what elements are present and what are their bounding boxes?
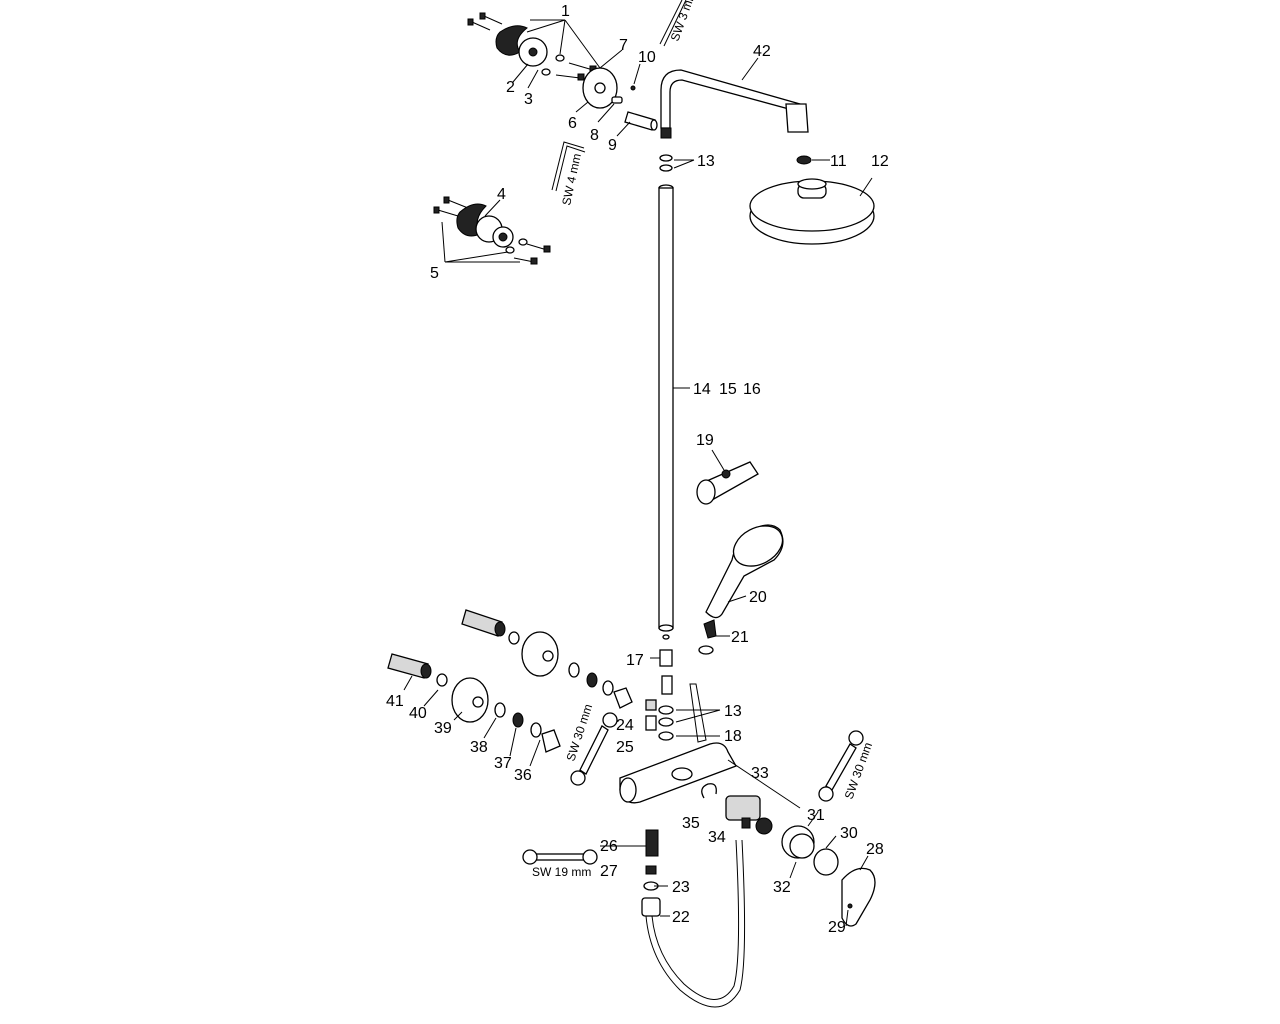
- label-27: 27: [600, 863, 618, 880]
- label-5: 5: [430, 265, 439, 282]
- handle-assembly: [781, 811, 876, 927]
- label-25: 25: [616, 739, 634, 756]
- wrench-30mm-right-icon: [818, 730, 864, 802]
- strainer-icon: [796, 155, 812, 165]
- screw-icon: [513, 243, 551, 265]
- label-37: 37: [494, 755, 512, 772]
- hand-shower: [705, 524, 784, 619]
- label-1: 1: [561, 3, 570, 20]
- label-12: 12: [871, 153, 889, 170]
- bottom-fittings: [600, 829, 670, 917]
- wrench-19mm-icon: [522, 849, 598, 865]
- label-9: 9: [608, 137, 617, 154]
- label-16: 16: [743, 381, 761, 398]
- label-8: 8: [590, 127, 599, 144]
- label-6: 6: [568, 115, 577, 132]
- connector-set-lower: [387, 653, 561, 767]
- label-29: 29: [828, 919, 846, 936]
- label-18: 18: [724, 728, 742, 745]
- label-10: 10: [638, 49, 656, 66]
- hose-connector: [689, 683, 707, 743]
- label-2: 2: [506, 79, 515, 96]
- wall-bracket-upper: [467, 12, 658, 137]
- thermostat-body: [619, 742, 801, 809]
- label-33: 33: [751, 765, 769, 782]
- label-24: 24: [616, 717, 634, 734]
- trim-ring-icon: [813, 848, 839, 876]
- label-26: 26: [600, 838, 618, 855]
- label-38: 38: [470, 739, 488, 756]
- label-4: 4: [497, 186, 506, 203]
- label-13-upper: 13: [697, 153, 715, 170]
- label-42: 42: [753, 43, 771, 60]
- label-15: 15: [719, 381, 737, 398]
- grub-screw-icon: [630, 85, 636, 91]
- label-13-lower: 13: [724, 703, 742, 720]
- label-11: 11: [830, 153, 847, 170]
- shower-hose: [645, 839, 746, 1008]
- label-21: 21: [731, 629, 749, 646]
- connector-set-upper: [461, 609, 633, 709]
- label-41: 41: [386, 693, 404, 710]
- screw-icon: [467, 12, 503, 31]
- check-valve: [645, 649, 673, 731]
- label-23: 23: [672, 879, 690, 896]
- wall-bracket-lower: [433, 196, 551, 265]
- label-39: 39: [434, 720, 452, 737]
- label-19: 19: [696, 432, 714, 449]
- shower-holder: [696, 449, 759, 505]
- label-28: 28: [866, 841, 884, 858]
- hex-key-4mm-icon: [551, 141, 586, 192]
- label-30: 30: [840, 825, 858, 842]
- label-22: 22: [672, 909, 690, 926]
- label-20: 20: [749, 589, 767, 606]
- label-35: 35: [682, 815, 700, 832]
- label-3: 3: [524, 91, 533, 108]
- thermostat-handle-icon: [841, 867, 876, 927]
- label-7: 7: [619, 37, 628, 54]
- tool-label-sw19: SW 19 mm: [532, 865, 591, 879]
- washer-icon: [541, 68, 551, 76]
- label-17: 17: [626, 652, 644, 669]
- o-ring-set-lower: [658, 705, 721, 741]
- label-34: 34: [708, 829, 726, 846]
- screw-icon: [433, 196, 469, 217]
- tool-label-sw3: SW 3 mm: [668, 0, 699, 43]
- riser-pipe: [658, 184, 690, 640]
- hex-key-3mm-icon: [659, 0, 687, 47]
- shower-arm: [660, 57, 809, 139]
- label-40: 40: [409, 705, 427, 722]
- wrench-30mm-left-icon: [570, 712, 618, 786]
- tool-label-sw4: SW 4 mm: [559, 152, 584, 206]
- thermo-cartridge: [701, 783, 773, 835]
- set-screw-icon: [611, 96, 623, 104]
- arm-connector-icon: [624, 111, 656, 131]
- hose-nut: [698, 619, 730, 655]
- o-ring-set-upper: [659, 154, 695, 172]
- label-36: 36: [514, 767, 532, 784]
- label-31: 31: [807, 807, 825, 824]
- label-14: 14: [693, 381, 711, 398]
- label-32: 32: [773, 879, 791, 896]
- overhead-shower: [749, 155, 875, 245]
